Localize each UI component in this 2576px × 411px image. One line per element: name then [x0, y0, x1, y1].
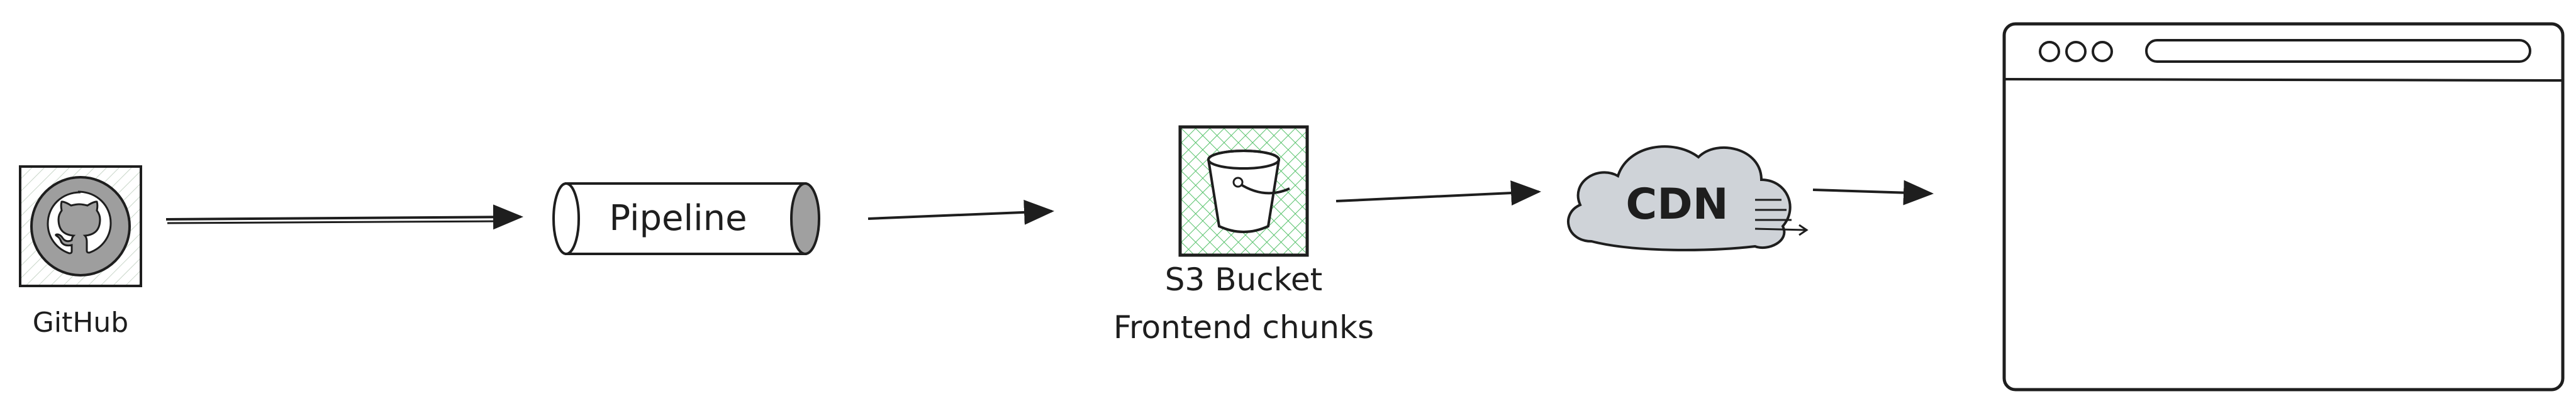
arrow-cdn-to-browser: [1812, 180, 1934, 206]
s3-bucket-icon: [1207, 150, 1290, 233]
browser-window-controls: [2039, 41, 2113, 62]
s3-bucket-node: S3 Bucket Frontend chunks: [1113, 125, 1374, 346]
arrow-github-to-pipeline: [165, 204, 523, 230]
github-node: GitHub: [19, 165, 142, 339]
cdn-label: CDN: [1625, 180, 1728, 229]
browser-address-bar: [2145, 39, 2531, 63]
cloud-icon: [1567, 145, 1809, 251]
github-label: GitHub: [33, 307, 128, 339]
pipeline-node: Pipeline: [552, 182, 820, 255]
s3-label-line2: Frontend chunks: [1113, 309, 1374, 346]
arrow-s3-to-cdn: [1335, 180, 1541, 206]
arrow-pipeline-to-s3: [867, 199, 1054, 225]
github-octocat-icon: [30, 176, 131, 277]
pipeline-label: Pipeline: [609, 198, 747, 239]
browser-window-icon: [2002, 22, 2565, 392]
cdn-node: CDN: [1567, 145, 1809, 251]
s3-label-line1: S3 Bucket: [1165, 261, 1322, 298]
